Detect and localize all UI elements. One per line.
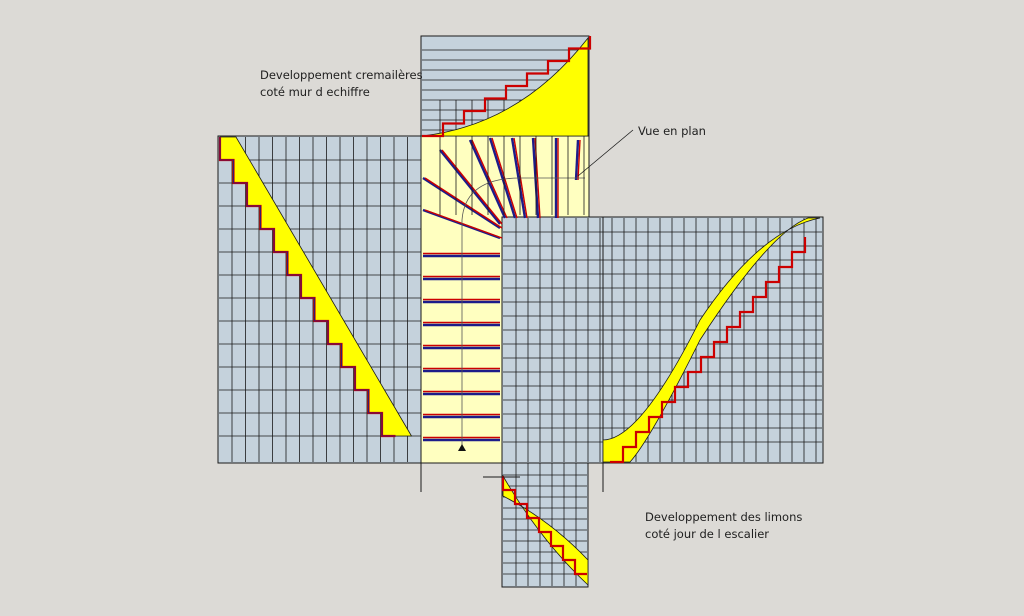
walking-line (461, 177, 585, 450)
plan-view (420, 135, 604, 464)
plan-winder-riser (424, 177, 503, 229)
label-limons: Developpement des limons coté jour de l … (645, 509, 802, 543)
bottom-stringer-steps (501, 476, 587, 576)
construction-lines (420, 129, 634, 492)
plan-winder-line (488, 137, 517, 219)
plan-winder-riser (424, 209, 503, 239)
label-plan: Vue en plan (638, 124, 706, 138)
left-stringer-edge (219, 137, 396, 437)
label-cremaillere-line2: coté mur d echiffre (260, 85, 370, 99)
right-stringer (602, 217, 821, 463)
label-cremaillere: Developpement cremailères coté mur d ech… (260, 67, 423, 101)
plan-leader-line (577, 129, 634, 177)
plan-winder-riser (491, 137, 518, 219)
plan-winder-line (422, 176, 501, 230)
label-limons-line1: Developpement des limons (645, 510, 803, 524)
label-cremaillere-line1: Developpement cremailères (260, 68, 423, 82)
top-stringer-steps (422, 36, 592, 138)
plan-winder-riser (471, 139, 508, 219)
label-limons-line2: coté jour de l escalier (645, 527, 770, 541)
plan-winder-line (439, 149, 501, 225)
plan-winder-riser (577, 139, 581, 181)
plan-winder-line (468, 139, 507, 219)
top-stringer (421, 36, 589, 137)
plan-landing-area (501, 216, 604, 464)
stringer-bands (218, 36, 821, 586)
right-stringer-steps (610, 237, 807, 464)
walking-line-arrow (458, 444, 466, 451)
plan-winder-line (574, 139, 580, 181)
